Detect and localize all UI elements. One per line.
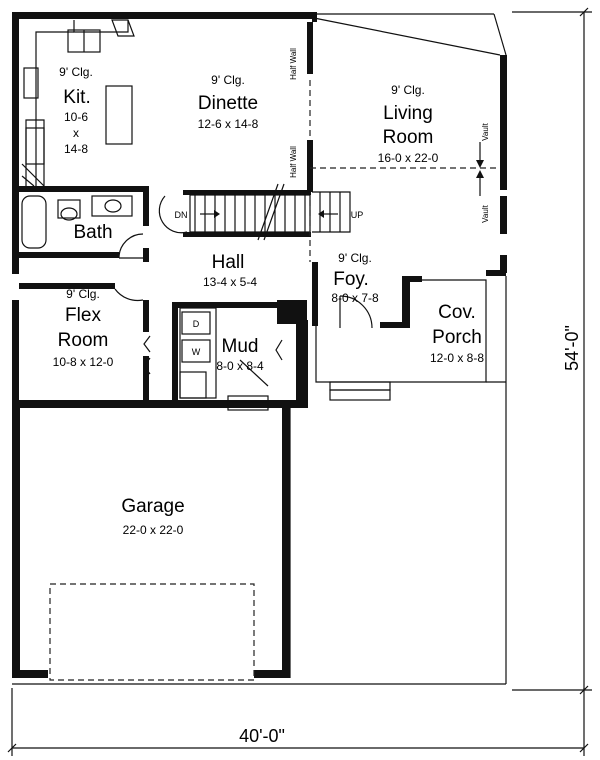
kitchen-dim-depth: 14-8 <box>64 142 88 156</box>
dryer-label: D <box>193 319 200 329</box>
half-wall-upper-label: Half Wall <box>289 48 298 80</box>
bath-name: Bath <box>73 222 112 243</box>
stair-up-label: UP <box>351 210 364 220</box>
kitchen-name: Kit. <box>63 87 90 108</box>
dinette-name: Dinette <box>198 93 258 114</box>
vault-lower-label: Vault <box>481 204 490 222</box>
vault-upper-label: Vault <box>481 122 490 140</box>
living-name-line2: Room <box>383 127 434 148</box>
garage-name: Garage <box>121 496 184 517</box>
porch-name-line1: Cov. <box>438 302 476 323</box>
dinette-dims: 12-6 x 14-8 <box>198 117 259 131</box>
foyer-ceiling: 9' Clg. <box>338 251 372 265</box>
overall-dimensions: 40'-0" 54'-0" <box>239 325 582 746</box>
washer-label: W <box>192 347 201 357</box>
foyer-name: Foy. <box>333 269 369 290</box>
mud-name: Mud <box>222 336 259 357</box>
flex-ceiling: 9' Clg. <box>66 287 100 301</box>
flex-dims: 10-8 x 12-0 <box>53 355 114 369</box>
hall-name: Hall <box>212 252 245 273</box>
kitchen-ceiling: 9' Clg. <box>59 65 93 79</box>
overall-depth-label: 54'-0" <box>562 325 582 371</box>
hall-dims: 13-4 x 5-4 <box>203 275 257 289</box>
mud-dims: 8-0 x 8-4 <box>216 359 264 373</box>
overall-width-label: 40'-0" <box>239 726 285 746</box>
garage-dims: 22-0 x 22-0 <box>123 523 184 537</box>
flex-name-line2: Room <box>58 330 109 351</box>
living-ceiling: 9' Clg. <box>391 83 425 97</box>
foyer-dims: 8-0 x 7-8 <box>331 291 379 305</box>
porch-name-line2: Porch <box>432 327 482 348</box>
kitchen-dim-width: 10-6 <box>64 110 88 124</box>
flex-name-line1: Flex <box>65 305 101 326</box>
room-labels: 9' Clg. Kit. 10-6 x 14-8 9' Clg. Dinette… <box>53 65 485 537</box>
walls <box>12 12 507 678</box>
misc-labels: Half Wall Half Wall Vault Vault DN UP D … <box>175 48 491 357</box>
living-name-line1: Living <box>383 103 433 124</box>
kitchen-dim-x: x <box>73 126 79 140</box>
dinette-ceiling: 9' Clg. <box>211 73 245 87</box>
half-wall-lower-label: Half Wall <box>289 146 298 178</box>
living-dims: 16-0 x 22-0 <box>378 151 439 165</box>
porch-dims: 12-0 x 8-8 <box>430 351 484 365</box>
thin-lines <box>7 7 592 756</box>
stair-down-label: DN <box>175 210 188 220</box>
